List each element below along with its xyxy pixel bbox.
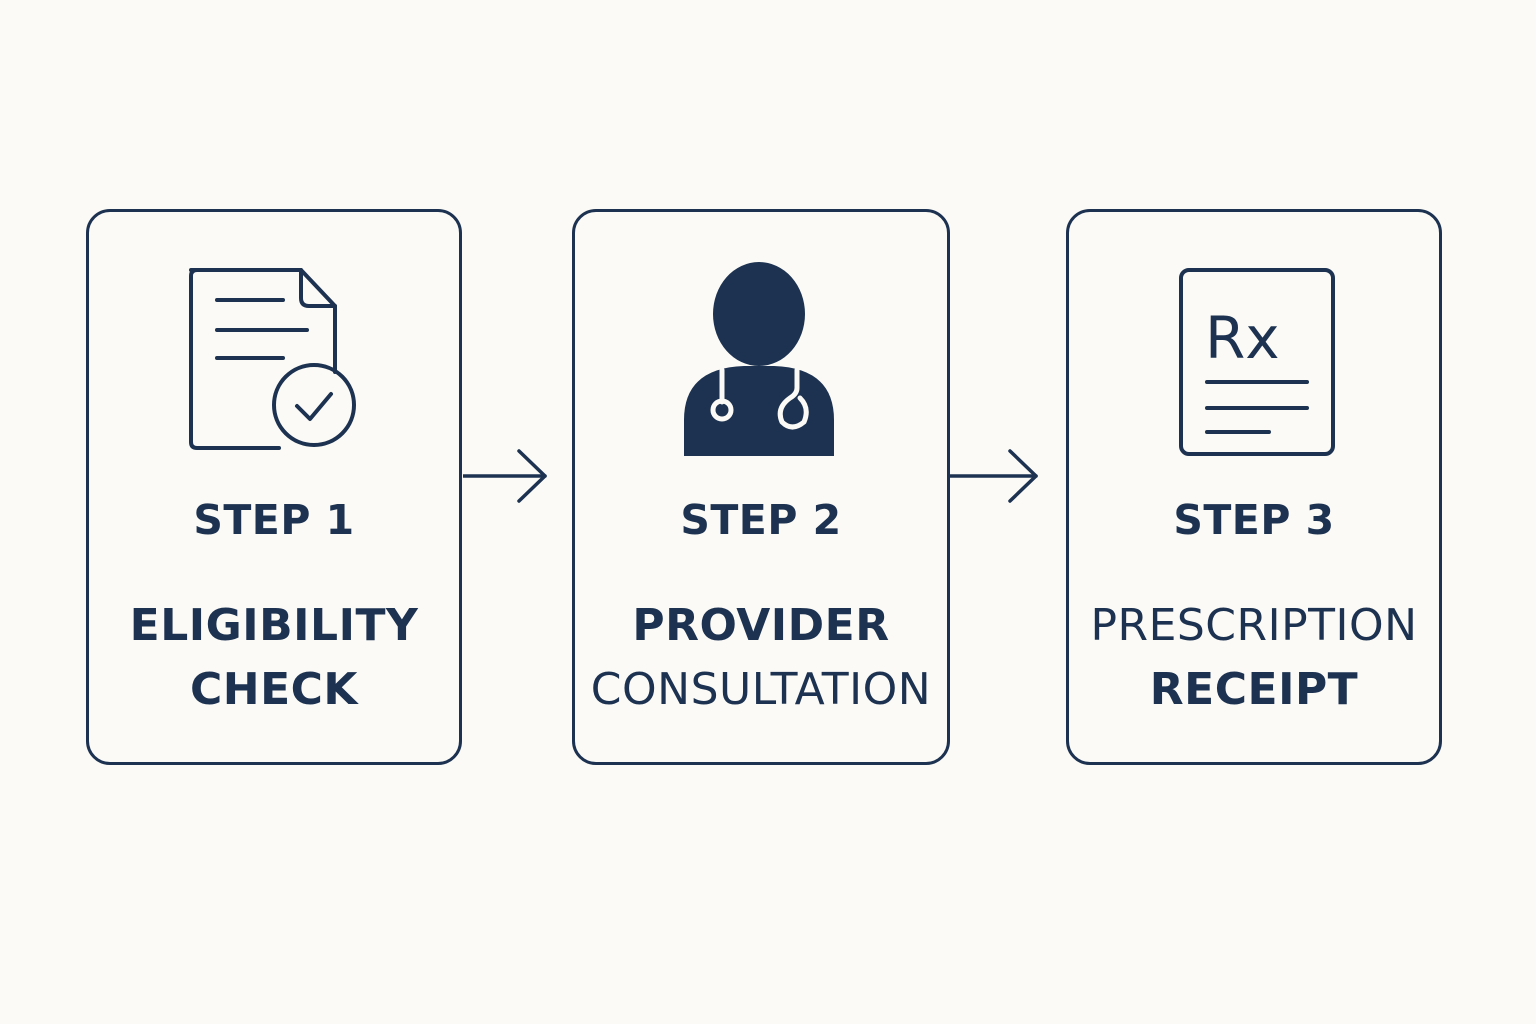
arrow-right-icon <box>950 449 1038 503</box>
step-label: STEP 2 <box>680 496 842 544</box>
document-check-icon <box>189 268 356 450</box>
step-title: ELIGIBILITY CHECK <box>79 594 469 722</box>
step-title: PRESCRIPTION RECEIPT <box>1059 594 1449 722</box>
step-title-line: RECEIPT <box>1149 664 1359 715</box>
step-card-prescription-receipt: Rx STEP 3 PRESCRIPTION RECEIPT <box>1066 209 1442 765</box>
step-title: PROVIDER CONSULTATION <box>565 594 957 722</box>
prescription-rx-icon: Rx <box>1179 268 1335 456</box>
step-title-line: CHECK <box>189 664 359 715</box>
step-title-line: ELIGIBILITY <box>129 600 419 651</box>
step-card-provider-consultation: STEP 2 PROVIDER CONSULTATION <box>572 209 950 765</box>
step-label: STEP 1 <box>193 496 355 544</box>
rx-symbol-text: Rx <box>1205 304 1280 372</box>
step-title-line: CONSULTATION <box>590 664 932 715</box>
doctor-stethoscope-icon <box>684 262 834 456</box>
step-label: STEP 3 <box>1173 496 1335 544</box>
step-card-eligibility: STEP 1 ELIGIBILITY CHECK <box>86 209 462 765</box>
step-title-line: PRESCRIPTION <box>1090 600 1418 651</box>
step-title-line: PROVIDER <box>632 600 890 651</box>
arrow-right-icon <box>463 449 547 503</box>
